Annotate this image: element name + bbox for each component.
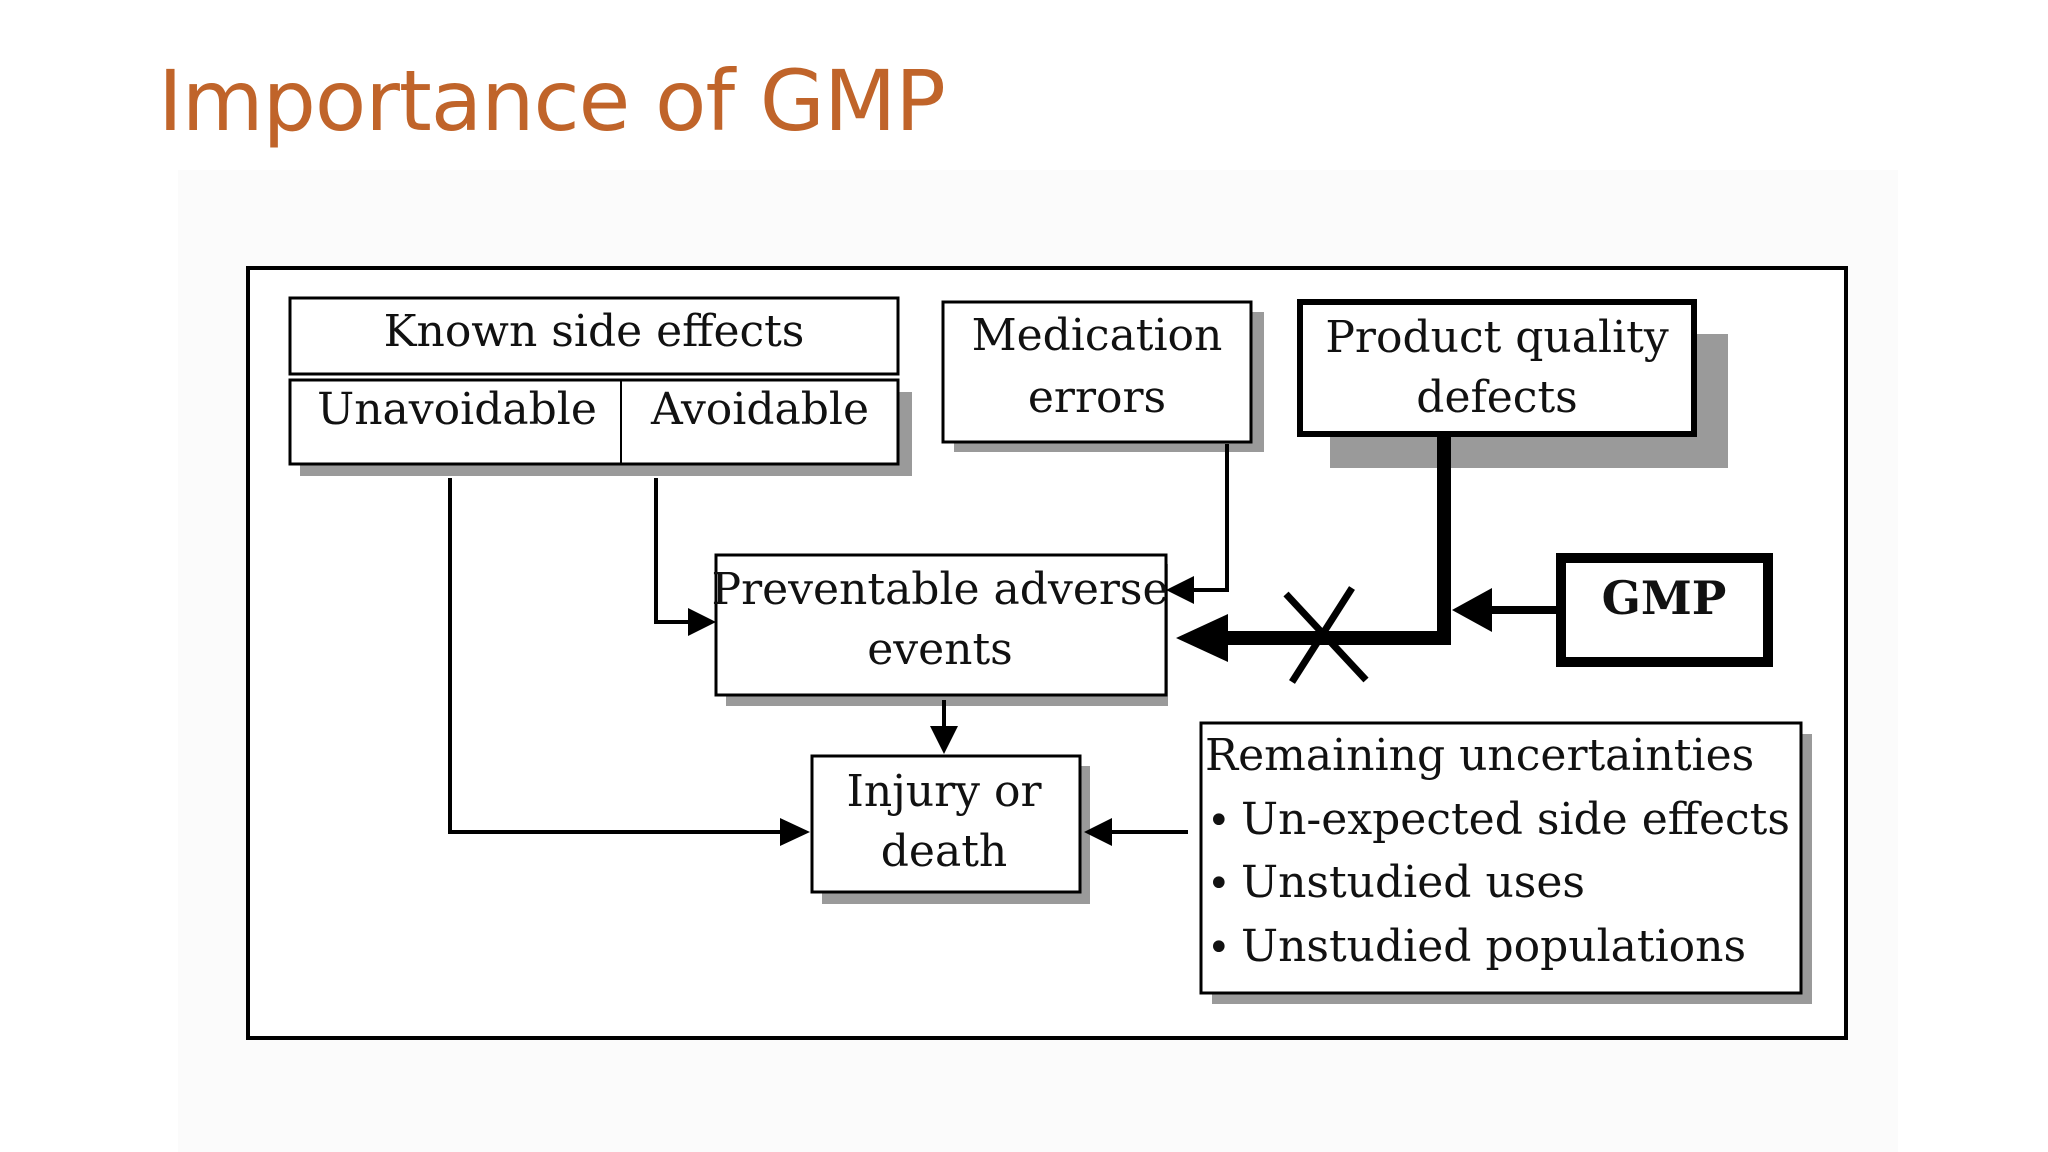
connector-quality-to-preventable <box>1218 434 1451 645</box>
gmp-box: GMP <box>1556 553 1773 667</box>
medication-errors-line1: Medication <box>972 310 1223 361</box>
medication-errors-line2: errors <box>1028 372 1166 423</box>
arrowhead-gmp <box>1452 588 1492 632</box>
injury-or-death-box: Injury or death <box>810 754 1090 904</box>
product-quality-defects-box: Product quality defects <box>1297 299 1728 468</box>
product-quality-line1: Product quality <box>1325 312 1669 363</box>
remaining-uncertainties-box: Remaining uncertainties • Un-expected si… <box>1199 721 1812 1004</box>
bullet: • <box>1207 861 1231 907</box>
arrowhead-preventable-right-thick <box>1176 614 1228 662</box>
preventable-rect <box>714 553 1168 697</box>
connector-unavoidable-to-injury <box>448 478 784 834</box>
product-quality-line2: defects <box>1416 372 1577 423</box>
known-side-effects-box: Known side effects Unavoidable Avoidable <box>288 296 912 476</box>
product-quality-rect <box>1297 299 1697 437</box>
injury-line2: death <box>881 826 1007 877</box>
gmp-rect <box>1556 553 1773 667</box>
known-side-effects-header <box>288 296 900 376</box>
avoidable-label: Avoidable <box>650 384 869 435</box>
injury-rect <box>810 754 1082 894</box>
remaining-title: Remaining uncertainties <box>1205 730 1754 781</box>
arrowhead-injury-right <box>1084 818 1112 846</box>
injury-line1: Injury or <box>846 766 1042 817</box>
block-cross-icon <box>1283 586 1369 684</box>
medication-errors-box: Medication errors <box>941 300 1264 452</box>
medication-errors-rect <box>941 300 1253 444</box>
remaining-item-2: Unstudied uses <box>1241 857 1585 908</box>
bullet: • <box>1207 798 1231 844</box>
bullet: • <box>1207 925 1231 971</box>
arrowhead-injury-top <box>930 726 958 754</box>
remaining-item-3: Unstudied populations <box>1241 921 1746 972</box>
preventable-adverse-events-box: Preventable adverse events <box>711 553 1169 706</box>
unavoidable-label: Unavoidable <box>317 384 597 435</box>
slide-title: Importance of GMP <box>158 52 946 150</box>
remaining-rect <box>1199 721 1803 995</box>
connector-avoidable-to-preventable <box>654 478 690 624</box>
arrowhead-injury-left <box>780 818 810 846</box>
gmp-label: GMP <box>1602 571 1727 625</box>
preventable-line2: events <box>867 624 1013 675</box>
side-effects-split-row <box>288 378 900 466</box>
known-side-effects-label: Known side effects <box>384 306 805 357</box>
preventable-line1: Preventable adverse <box>711 564 1168 615</box>
arrowhead-preventable-right-top <box>1166 576 1194 604</box>
arrowhead-preventable-left <box>688 608 716 636</box>
remaining-item-1: Un-expected side effects <box>1241 794 1790 845</box>
connector-medication-to-preventable <box>1192 444 1229 592</box>
